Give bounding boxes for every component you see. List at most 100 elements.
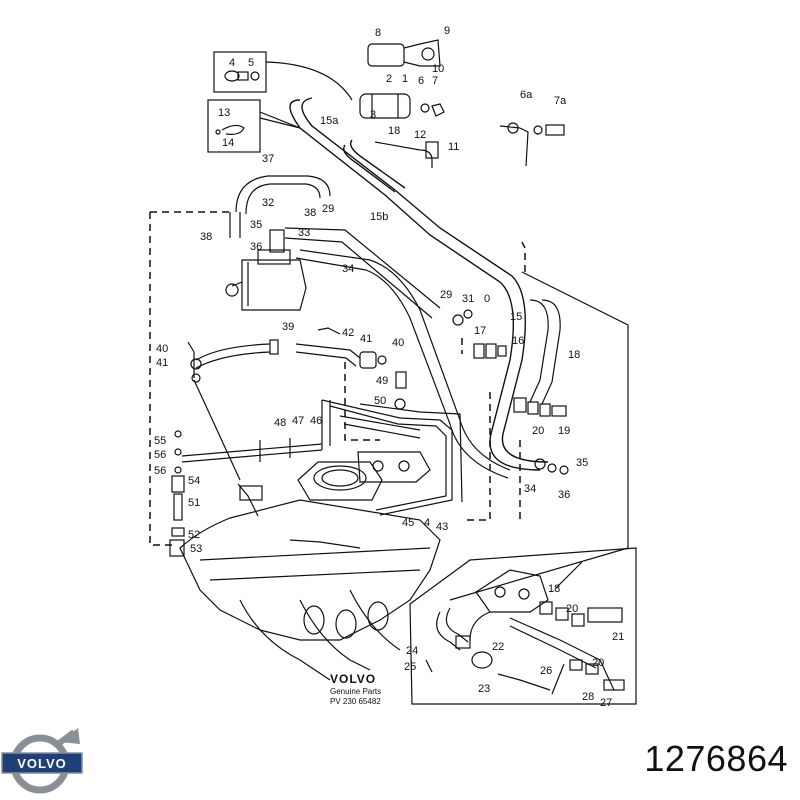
callout-42: 42 [342, 327, 354, 339]
callout-56a: 56 [154, 449, 166, 461]
union-fitting-6a [499, 122, 565, 167]
callout-48: 48 [274, 417, 286, 429]
callout-1: 1 [402, 73, 408, 85]
caption-line2: PV 230 65482 [330, 697, 381, 706]
callout-31: 31 [462, 293, 474, 305]
callout-18b: 18 [568, 349, 580, 361]
callout-40a: 40 [156, 343, 168, 355]
callout-15b: 15b [370, 211, 388, 223]
union-fitting-11 [374, 141, 439, 168]
callout-7: 7 [432, 75, 438, 87]
inset-box-13-14 [207, 99, 261, 153]
callout-3: 3 [370, 109, 376, 121]
callout-40b: 40 [392, 337, 404, 349]
callout-2: 2 [386, 73, 392, 85]
part-number: 1276864 [644, 738, 788, 779]
callout-24: 24 [406, 645, 418, 657]
callout-27: 27 [600, 697, 612, 709]
callout-43: 43 [436, 521, 448, 533]
callout-6a: 6a [520, 89, 533, 101]
callout-18c: 18 [548, 583, 560, 595]
callout-53: 53 [190, 543, 202, 555]
callout-20a: 20 [532, 425, 544, 437]
callout-14: 14 [222, 137, 234, 149]
callout-39: 39 [282, 321, 294, 333]
callout-44: 4 [424, 517, 430, 529]
callout-9: 9 [444, 25, 450, 37]
callout-29b: 29 [440, 289, 452, 301]
callout-34a: 34 [342, 263, 354, 275]
fitting-19-20 [513, 397, 567, 417]
callout-35b: 35 [576, 457, 588, 469]
fitting-34-35-36 [534, 458, 569, 475]
inset-box-4-5 [213, 51, 267, 93]
callout-41b: 41 [156, 357, 168, 369]
callout-0: 0 [484, 293, 490, 305]
upper-fuel-hoses [289, 97, 549, 471]
genuine-parts-caption: VOLVO Genuine Parts PV 230 65482 [330, 672, 381, 706]
inset-box-lower-right [409, 547, 637, 705]
callout-32: 32 [262, 197, 274, 209]
callout-16: 16 [512, 335, 524, 347]
callout-17: 17 [474, 325, 486, 337]
callout-33: 33 [298, 227, 310, 239]
volvo-logo: VOLVO [1, 728, 83, 794]
callout-23: 23 [478, 683, 490, 695]
callout-56b: 56 [154, 465, 166, 477]
callout-8: 8 [375, 27, 381, 39]
callout-38b: 38 [200, 231, 212, 243]
callout-15: 15 [510, 311, 522, 323]
callout-20c: 20 [592, 657, 604, 669]
intake-manifold [179, 483, 441, 681]
fuel-filter [359, 93, 445, 119]
callout-52: 52 [188, 529, 200, 541]
callout-45: 45 [402, 517, 414, 529]
callout-55: 55 [154, 435, 166, 447]
callout-12: 12 [414, 129, 426, 141]
callout-5: 5 [248, 57, 254, 69]
callout-4: 4 [229, 57, 235, 69]
callout-47: 47 [292, 415, 304, 427]
callout-18a: 18 [388, 125, 400, 137]
hose-39 [195, 339, 279, 369]
callout-36b: 36 [558, 489, 570, 501]
callout-labels: 8 9 10 4 5 2 1 6 7 6a 7a 13 14 3 15a 18 … [154, 25, 624, 709]
callout-38a: 38 [304, 207, 316, 219]
callout-21: 21 [612, 631, 624, 643]
logo-text: VOLVO [17, 756, 67, 771]
callout-54: 54 [188, 475, 200, 487]
callout-20b: 20 [566, 603, 578, 615]
dashed-boundaries [149, 211, 526, 546]
callout-11: 11 [448, 141, 459, 153]
callout-28: 28 [582, 691, 594, 703]
callout-34b: 34 [524, 483, 536, 495]
callout-10: 10 [432, 63, 444, 75]
fuel-rail [181, 399, 463, 516]
callout-6: 6 [418, 75, 424, 87]
fitting-41-40 [359, 351, 387, 369]
callout-49: 49 [376, 375, 388, 387]
callout-51: 51 [188, 497, 200, 509]
callout-41a: 41 [360, 333, 372, 345]
callout-36a: 36 [250, 241, 262, 253]
injectors-column [169, 430, 185, 557]
throttle-body [297, 461, 383, 501]
caption-brand: VOLVO [330, 672, 376, 686]
fuel-distributor-mid [357, 451, 431, 483]
fitting-29-31 [452, 309, 473, 326]
callout-50: 50 [374, 395, 386, 407]
fuel-distributor-upper [225, 229, 307, 311]
callout-35a: 35 [250, 219, 262, 231]
callout-29a: 29 [322, 203, 334, 215]
callout-25: 25 [404, 661, 416, 673]
callout-37: 37 [262, 153, 274, 165]
callout-46: 46 [310, 415, 322, 427]
fuel-pump [367, 39, 441, 67]
caption-line1: Genuine Parts [330, 687, 381, 696]
callout-15a: 15a [320, 115, 339, 127]
fitting-15-16-17 [473, 343, 507, 359]
callout-22: 22 [492, 641, 504, 653]
callout-26: 26 [540, 665, 552, 677]
callout-13: 13 [218, 107, 230, 119]
